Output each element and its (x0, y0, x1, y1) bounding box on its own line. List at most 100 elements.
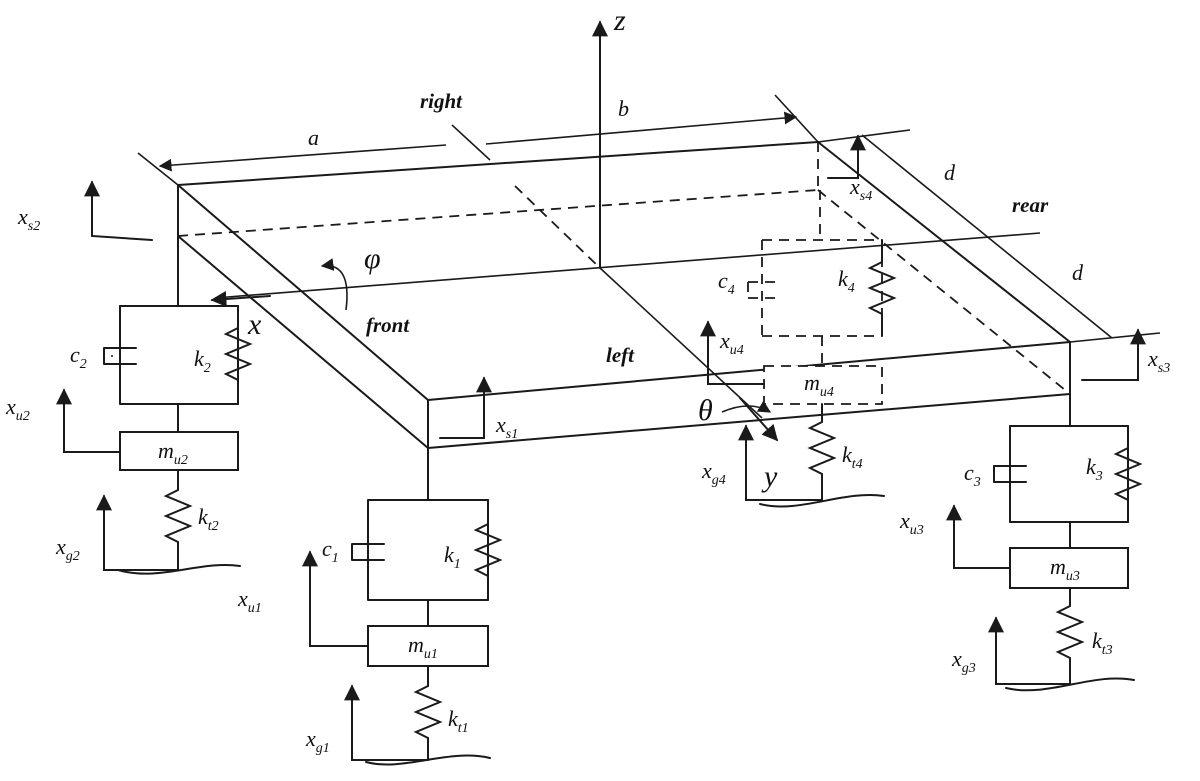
k1-label: k1 (444, 542, 461, 572)
kt4-label: kt4 (842, 442, 863, 472)
xu2-arrow (56, 388, 121, 453)
xs4-arrow (827, 134, 866, 179)
xs3-arrow (1081, 328, 1146, 381)
xu3-arrow (946, 504, 1011, 569)
xs1-arrow (439, 376, 492, 439)
xs2-label: xs2 (17, 204, 40, 234)
xs1-label: xs1 (495, 412, 518, 442)
xg3-label: xg3 (951, 646, 976, 676)
kt1-label: kt1 (448, 706, 469, 736)
y-axis-arrow (739, 397, 779, 442)
body-bottom-left-edge (427, 393, 1071, 449)
xg4-label: xg4 (701, 458, 726, 488)
mu3-label: mu3 (1050, 554, 1080, 584)
roll-axis-line (599, 267, 763, 419)
xu4-arrow (700, 320, 765, 385)
xs4-label: xs4 (849, 174, 872, 204)
kt2-label: kt2 (198, 504, 219, 534)
theta-label: θ (698, 394, 713, 427)
sprung-displacements: xs1 xs2 xs3 xs4 (17, 134, 1170, 442)
spring-k1 (473, 499, 503, 601)
suspension-corner-2: c2 k2 mu2 xu2 kt2 xg2 (5, 235, 253, 575)
xg3-arrow (988, 616, 1071, 685)
damper-c3 (993, 465, 1027, 483)
dimension-b-arrow (485, 111, 798, 145)
phi-label: φ (364, 242, 381, 275)
k4-label: k4 (838, 266, 855, 296)
dimensions: a b d d right left front rear (158, 89, 1084, 367)
body-top-left-edge (427, 341, 1071, 401)
mu4-label: mu4 (804, 370, 834, 400)
vehicle-body (137, 94, 1161, 449)
dimension-a-arrow (158, 144, 447, 172)
dimension-center-tick (451, 124, 491, 161)
body-hidden-right-bottom-edge (177, 189, 819, 237)
suspension-corner-1: c1 k1 mu1 xu1 kt1 xg1 (237, 447, 503, 766)
theta-rotation-arrow (721, 400, 772, 413)
damper-c1 (351, 543, 385, 561)
strut-4-frame (761, 239, 883, 366)
damper-c2 (103, 305, 137, 365)
body-hidden-rear-bottom-edge (817, 189, 1071, 395)
xu4-label: xu4 (719, 328, 744, 358)
y-axis-label: y (761, 460, 778, 493)
spring-k2 (223, 305, 253, 405)
k2-label: k2 (194, 346, 211, 376)
x-axis-label: x (247, 308, 262, 341)
dimension-a-label: a (308, 125, 319, 150)
body-top-rear-edge (817, 141, 1071, 343)
strut-2-frame (119, 305, 239, 433)
xg2-label: xg2 (55, 534, 80, 564)
right-side-label: right (420, 89, 463, 113)
x-axis-arrow (210, 291, 271, 307)
xg1-arrow (344, 684, 429, 761)
dimension-d-lower-label: d (1072, 260, 1084, 285)
strut-3-frame (1009, 425, 1129, 549)
damper-c4 (747, 281, 780, 299)
xg4-arrow (738, 424, 823, 501)
left-side-extension-line (1069, 332, 1161, 343)
c3-label: c3 (964, 460, 981, 490)
front-extension-line (137, 152, 179, 186)
body-bottom-front-edge (177, 235, 429, 449)
unsprung-mass-1 (367, 625, 489, 667)
pitch-axis-line (214, 232, 1041, 299)
xg2-arrow (96, 494, 179, 571)
xu3-label: xu3 (899, 508, 924, 538)
suspension-corner-3: c3 k3 mu3 xu3 kt3 xg3 (899, 393, 1143, 692)
phi-rotation-arrow (320, 258, 348, 311)
road-profile-4 (759, 494, 885, 508)
xs2-arrow (84, 180, 153, 241)
xu1-arrow (302, 550, 369, 647)
mu1-label: mu1 (408, 632, 438, 662)
tire-spring-kt1 (413, 665, 443, 761)
dimension-b-label: b (618, 96, 629, 121)
xu2-label: xu2 (5, 394, 30, 424)
c2-label: c2 (70, 342, 87, 372)
dimension-d-upper-label: d (944, 160, 956, 185)
spring-k3 (1113, 425, 1143, 523)
tire-spring-kt4 (807, 403, 837, 501)
roll-axis-hidden (514, 185, 601, 269)
rear-label: rear (1012, 193, 1049, 217)
road-profile-2 (117, 564, 241, 575)
spring-k4 (867, 239, 897, 337)
xs3-label: xs3 (1147, 346, 1170, 376)
xg1-label: xg1 (305, 726, 330, 756)
tire-spring-kt2 (163, 469, 193, 571)
strut-1-frame (367, 499, 489, 627)
body-top-right-edge (177, 141, 819, 186)
tire-spring-kt3 (1055, 587, 1085, 685)
coordinate-axes: z x y φ θ (210, 4, 779, 493)
c4-label: c4 (718, 268, 735, 298)
front-label: front (366, 313, 410, 337)
k3-label: k3 (1086, 454, 1103, 484)
xu1-label: xu1 (237, 586, 262, 616)
kt3-label: kt3 (1092, 628, 1113, 658)
c1-label: c1 (322, 536, 339, 566)
suspension-corner-4: c4 k4 mu4 xu4 kt4 xg4 (700, 190, 897, 508)
left-side-label: left (606, 343, 635, 367)
z-axis-label: z (613, 4, 626, 37)
mu2-label: mu2 (158, 438, 188, 468)
